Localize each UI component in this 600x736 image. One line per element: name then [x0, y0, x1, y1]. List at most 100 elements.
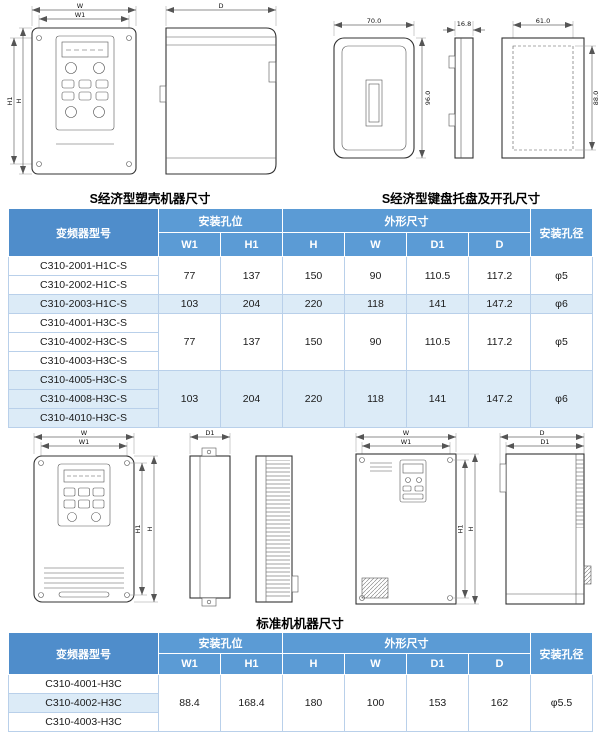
value-cell: 220 — [282, 370, 345, 428]
dimension-d1: D1 — [189, 430, 231, 454]
table-row: C310-4001-H3C-S 77 137 150 90 110.5 117.… — [8, 313, 593, 371]
tray-bezel — [341, 45, 407, 151]
header-model: 变频器型号 — [8, 632, 159, 675]
dim-label-h: H — [146, 526, 154, 531]
drawing-std-side-bracket: D1 — [189, 430, 231, 607]
value-cell: 117.2 — [468, 313, 531, 371]
hole-cell: φ5 — [530, 313, 593, 371]
dim-label-d: D — [539, 430, 544, 437]
value-cell: 137 — [220, 313, 283, 371]
value-cell: 110.5 — [406, 256, 469, 295]
caption-s-tray-dimensions: S经济型键盘托盘及开孔尺寸 — [381, 192, 541, 206]
value-cell: 147.2 — [468, 370, 531, 428]
bottom-vent-hatch — [361, 577, 389, 599]
value-cell: 110.5 — [406, 313, 469, 371]
hole-cell: φ5 — [530, 256, 593, 295]
dimension-cut-height: 88.0 — [575, 45, 600, 151]
dim-label-w: W — [403, 430, 410, 437]
col-header-h: H — [282, 653, 345, 675]
dim-label-w: W — [77, 2, 84, 10]
cutout-outline — [512, 45, 574, 151]
value-cell: 103 — [158, 370, 221, 428]
device-side-outline — [505, 453, 585, 605]
dimension-tray-width: 70.0 — [333, 18, 415, 36]
col-header-w1: W1 — [158, 232, 221, 257]
side-details — [159, 36, 277, 159]
table-row: C310-4005-H3C-S 103 204 220 118 141 147.… — [8, 370, 593, 428]
table-row: C310-4002-H3C — [8, 693, 593, 713]
value-cell: 118 — [344, 370, 407, 428]
device-front-outline — [31, 27, 137, 175]
device-side-outline — [165, 27, 277, 175]
model-cell: C310-4003-H3C-S — [8, 351, 159, 371]
col-header-d1: D1 — [406, 232, 469, 257]
value-cell: 88.4 — [158, 674, 221, 732]
value-cell: 100 — [344, 674, 407, 732]
drawing-s-front-view: W W1 H1 H — [6, 2, 137, 175]
value-cell: 153 — [406, 674, 469, 732]
dimension-w: W — [355, 430, 457, 452]
keypad — [399, 459, 427, 503]
value-cell: 150 — [282, 256, 345, 295]
col-header-h: H — [282, 232, 345, 257]
value-cell: 90 — [344, 256, 407, 295]
model-cell: C310-4003-H3C — [8, 712, 159, 732]
col-header-w1: W1 — [158, 653, 221, 675]
device-front-outline — [33, 455, 135, 603]
value-cell: 168.4 — [220, 674, 283, 732]
table-row: C310-4001-H3C 88.4 168.4 180 100 153 162… — [8, 674, 593, 732]
dimension-h1: H1 — [453, 459, 469, 599]
drawing-panel-cutout: 61.0 88.0 — [501, 18, 600, 159]
dim-label-tray-height: 96.0 — [424, 91, 432, 105]
table-row: C310-2002-H1C-S — [8, 275, 593, 295]
dimension-tray-height: 96.0 — [416, 37, 432, 159]
dimension-h: H — [134, 455, 158, 603]
table-row: C310-4003-H3C — [8, 712, 593, 732]
value-cell: 141 — [406, 370, 469, 428]
value-cell: 137 — [220, 256, 283, 295]
dimension-h: H — [456, 453, 479, 605]
tray-side-outline — [454, 37, 474, 159]
panel-outline — [501, 37, 585, 159]
heatsink-fins — [266, 460, 290, 598]
heatsink-fins — [576, 458, 584, 528]
table-row: C310-4002-H3C-S — [8, 332, 593, 352]
tray-slot — [365, 79, 383, 127]
terminal-bump — [583, 565, 592, 585]
std-series-spec-table: 变频器型号 安装孔位 外形尺寸 安装孔径 W1 H1 H W D1 D C310… — [8, 632, 593, 732]
tray-outline — [333, 37, 415, 159]
drawing-tray-front: 70.0 96.0 — [333, 18, 432, 159]
dim-label-h1: H1 — [6, 96, 14, 105]
col-header-w: W — [344, 232, 407, 257]
dim-label-h1: H1 — [134, 524, 142, 533]
drawing-std-front-view: W W1 H1 — [33, 430, 158, 603]
terminal-bump — [291, 575, 299, 593]
header-mount-holes: 安装孔位 — [158, 632, 283, 654]
value-cell: 90 — [344, 313, 407, 371]
dim-label-d1: D1 — [540, 438, 549, 446]
model-cell: C310-2002-H1C-S — [8, 275, 159, 295]
value-cell: 141 — [406, 294, 469, 314]
dimension-d: D — [499, 430, 585, 464]
caption-s-body-dimensions: S经济型塑壳机器尺寸 — [89, 192, 211, 206]
dim-label-tray-depth: 16.8 — [457, 20, 471, 28]
value-cell: 77 — [158, 256, 221, 295]
model-cell: C310-2003-H1C-S — [8, 294, 159, 314]
header-row-2: W1 H1 H W D1 D — [9, 653, 593, 675]
mount-holes — [36, 35, 132, 167]
s-series-spec-table: 变频器型号 安装孔位 外形尺寸 安装孔径 W1 H1 H W D1 D C310… — [8, 208, 593, 428]
value-cell: 77 — [158, 313, 221, 371]
dim-label-d: D — [218, 2, 223, 10]
value-cell: 147.2 — [468, 294, 531, 314]
value-cell: 118 — [344, 294, 407, 314]
vent-grille — [44, 567, 124, 598]
table-row: C310-2003-H1C-S 103 204 220 118 141 147.… — [8, 294, 593, 314]
mount-holes — [38, 460, 130, 598]
model-cell: C310-4005-H3C-S — [8, 370, 159, 390]
dim-label-cut-height: 88.0 — [592, 91, 600, 105]
top-vents — [370, 462, 392, 472]
keypad — [55, 35, 115, 131]
value-cell: 150 — [282, 313, 345, 371]
device-side-outline — [189, 455, 231, 599]
dimension-h1: H1 — [130, 462, 147, 596]
